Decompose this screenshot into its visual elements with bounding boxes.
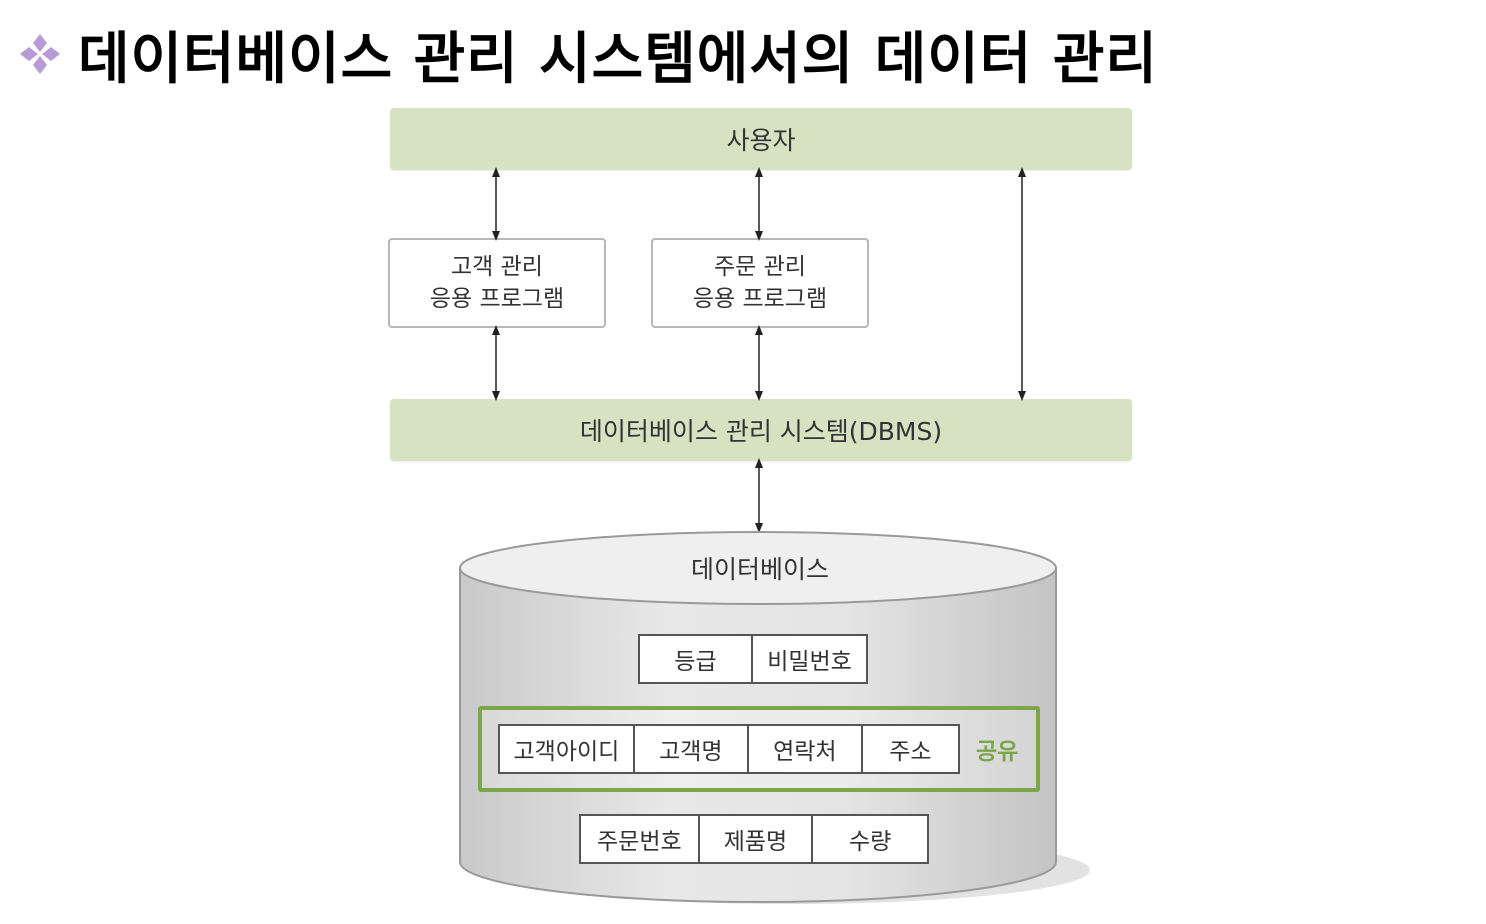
grade-password-row: 등급 비밀번호 (638, 634, 868, 684)
customer-app-line1: 고객 관리 (451, 254, 543, 280)
field-quantity: 수량 (849, 829, 892, 855)
dbms-label: 데이터베이스 관리 시스템(DBMS) (579, 417, 943, 446)
field-contact: 연락처 (749, 726, 863, 772)
order-app-line2: 응용 프로그램 (692, 286, 828, 312)
field-product-name: 제품명 (700, 816, 814, 862)
order-app-line1: 주문 관리 (714, 254, 806, 280)
page-title: 데이터베이스 관리 시스템에서의 데이터 관리 (78, 26, 1158, 92)
field-customer-id: 고객아이디 (500, 726, 635, 772)
field-grade: 등급 (640, 636, 754, 682)
field-address: 주소 (889, 739, 932, 765)
user-bar: 사용자 (390, 108, 1132, 170)
shared-fields-row: 고객아이디 고객명 연락처 주소 (498, 724, 960, 774)
order-app-box: 주문 관리 응용 프로그램 (651, 238, 869, 328)
four-diamond-bullet-icon (20, 34, 60, 74)
title-row: 데이터베이스 관리 시스템에서의 데이터 관리 (18, 14, 1158, 94)
field-customer-name: 고객명 (635, 726, 749, 772)
field-order-number: 주문번호 (581, 816, 700, 862)
user-label: 사용자 (726, 126, 796, 155)
customer-app-line2: 응용 프로그램 (429, 286, 565, 312)
shared-label: 공유 (976, 739, 1019, 765)
order-fields-row: 주문번호 제품명 수량 (579, 814, 929, 864)
dbms-bar: 데이터베이스 관리 시스템(DBMS) (390, 399, 1132, 461)
customer-app-box: 고객 관리 응용 프로그램 (388, 238, 606, 328)
database-label: 데이터베이스 (690, 555, 829, 584)
field-password: 비밀번호 (767, 649, 852, 675)
